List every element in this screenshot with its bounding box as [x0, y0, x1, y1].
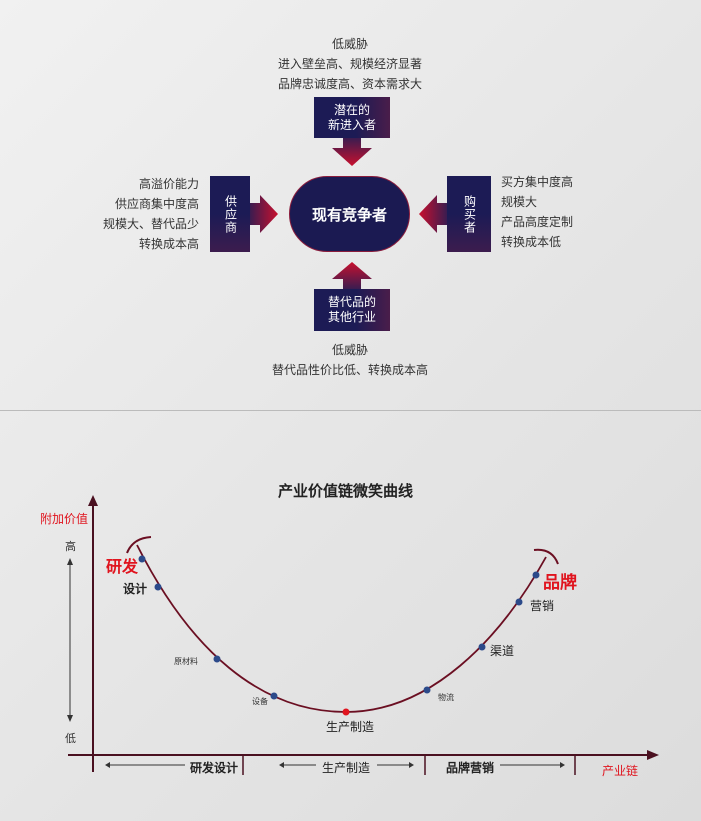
label: 购买者 — [462, 194, 477, 234]
x-axis-label: 产业链 — [602, 764, 639, 778]
point-material — [213, 655, 221, 663]
note: 规模大、替代品少 — [102, 217, 199, 231]
label-design: 设计 — [123, 582, 148, 596]
y-low: 低 — [65, 732, 76, 745]
label-channel: 渠道 — [490, 644, 515, 658]
note: 买方集中度高 — [501, 175, 574, 189]
label-equipment: 设备 — [252, 697, 268, 706]
note: 进入壁垒高、规模经济显著 — [277, 57, 422, 71]
point-channel — [478, 643, 486, 651]
section-divider — [0, 410, 701, 411]
point-manufacturing — [342, 708, 350, 716]
arrow-right-icon — [250, 195, 278, 233]
arrow-down-icon — [332, 138, 372, 166]
label: 其他行业 — [327, 310, 376, 324]
supplier-box: 供应商 — [210, 176, 250, 252]
y-high: 高 — [65, 540, 76, 553]
label-manufacturing: 生产制造 — [326, 720, 375, 734]
label: 供应商 — [223, 194, 238, 234]
note: 供应商集中度高 — [114, 197, 199, 211]
note: 转换成本高 — [138, 237, 199, 251]
point-equipment — [270, 692, 278, 700]
top-notes: 低威胁 进入壁垒高、规模经济显著 品牌忠诚度高、资本需求大 — [250, 34, 450, 94]
note: 产品高度定制 — [501, 215, 574, 229]
label-rd: 研发 — [106, 557, 139, 576]
note: 替代品性价比低、转换成本高 — [271, 363, 428, 377]
label: 替代品的 — [327, 295, 376, 309]
y-axis-label: 附加价值 — [40, 512, 89, 526]
x-axis-arrow-icon — [647, 750, 659, 760]
label: 新进入者 — [327, 117, 376, 132]
right-notes: 买方集中度高 规模大 产品高度定制 转换成本低 — [501, 172, 573, 252]
label-logistics: 物流 — [438, 693, 454, 702]
point-marketing — [515, 598, 523, 606]
y-axis-arrow-icon — [88, 495, 98, 506]
arrow-left-icon — [419, 195, 447, 233]
new-entrants-box: 潜在的 新进入者 — [314, 97, 390, 138]
bottom-notes: 低威胁 替代品性价比低、转换成本高 — [250, 340, 450, 380]
segment-brand: 品牌营销 — [446, 761, 495, 775]
point-brand — [532, 571, 540, 579]
note: 高溢价能力 — [138, 177, 199, 191]
label-material: 原材料 — [174, 657, 198, 666]
buyer-box: 购买者 — [447, 176, 491, 252]
segment-rd: 研发设计 — [190, 761, 239, 775]
note: 低威胁 — [331, 37, 368, 51]
segment-manufacturing: 生产制造 — [322, 761, 371, 775]
point-logistics — [423, 686, 431, 694]
label: 潜在的 — [333, 102, 370, 117]
point-design — [154, 583, 162, 591]
note: 品牌忠诚度高、资本需求大 — [277, 77, 422, 91]
label-marketing: 营销 — [530, 599, 555, 613]
substitutes-box: 替代品的 其他行业 — [314, 289, 390, 331]
current-competitors: 现有竞争者 — [289, 176, 410, 252]
arrow-up-icon — [332, 262, 372, 289]
note: 规模大 — [501, 195, 538, 209]
chart-title: 产业价值链微笑曲线 — [278, 482, 414, 500]
note: 转换成本低 — [501, 235, 562, 249]
label-brand: 品牌 — [543, 573, 577, 593]
point-rd — [138, 555, 146, 563]
left-notes: 高溢价能力 供应商集中度高 规模大、替代品少 转换成本高 — [80, 174, 199, 254]
smile-curve — [136, 544, 547, 713]
note: 低威胁 — [331, 343, 368, 357]
